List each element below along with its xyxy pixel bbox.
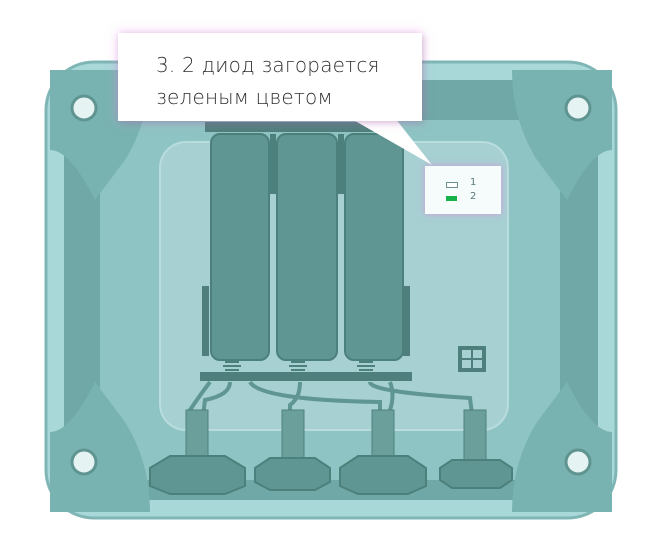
instruction-callout: 3. 2 диод загорается зеленым цветом: [118, 33, 422, 121]
battery-contact-bar: [200, 372, 412, 381]
battery-1: [210, 133, 270, 361]
dip-switch: [458, 346, 486, 372]
callout-pointer: [350, 118, 432, 165]
callout-line-2: зеленым цветом: [156, 85, 333, 109]
cable-gland-4: [439, 409, 513, 489]
corner-boss-bottom-right: [512, 382, 612, 512]
led-1-label: 1: [470, 177, 477, 188]
led-2-label: 2: [470, 191, 477, 202]
led-indicator-panel: 1 2: [425, 166, 501, 214]
led-1-off: [446, 182, 458, 188]
screw-hole-top-right: [564, 94, 592, 122]
callout-line-1: 3. 2 диод загорается: [156, 53, 380, 77]
battery-2: [276, 133, 338, 361]
battery-holder-top: [205, 122, 397, 132]
battery-springs: [223, 361, 375, 371]
cable-gland-3: [339, 409, 427, 495]
screw-hole-bottom-left: [70, 448, 98, 476]
battery-holder-left-bracket: [202, 286, 209, 356]
screw-hole-top-left: [70, 94, 98, 122]
battery-divider-1: [270, 134, 276, 194]
battery-divider-2: [338, 134, 344, 194]
screw-hole-bottom-right: [564, 448, 592, 476]
battery-holder-right-bracket: [403, 286, 410, 356]
cable-gland-2: [254, 409, 331, 491]
battery-3: [344, 133, 404, 361]
led-2-green: [446, 196, 457, 201]
corner-boss-bottom-left: [50, 382, 150, 512]
callout-text: 3. 2 диод загорается зеленым цветом: [156, 49, 380, 113]
cable-gland-1: [149, 409, 246, 495]
wiring: [188, 380, 477, 441]
